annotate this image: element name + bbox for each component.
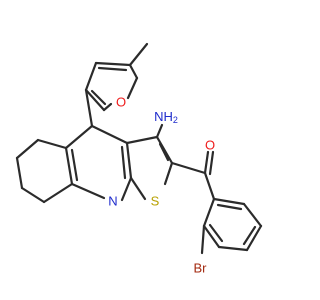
bromine-label: Br xyxy=(194,261,208,276)
bond xyxy=(84,88,94,128)
bond xyxy=(84,61,98,92)
bond xyxy=(70,182,106,200)
bond xyxy=(158,142,170,162)
bond xyxy=(120,145,127,180)
bond xyxy=(163,161,174,186)
bond xyxy=(202,224,221,249)
bond xyxy=(155,123,164,139)
pyridine-nitrogen-label: N xyxy=(108,194,117,209)
bond xyxy=(120,176,133,202)
bond xyxy=(208,223,224,243)
bond xyxy=(64,124,94,150)
bond xyxy=(36,138,68,150)
bond xyxy=(200,224,206,255)
bond xyxy=(216,203,243,211)
bond xyxy=(170,161,207,175)
bond xyxy=(97,66,128,72)
bond xyxy=(15,156,24,190)
bond xyxy=(155,135,174,165)
amine-label: NH2 xyxy=(154,109,178,126)
bond xyxy=(126,76,139,100)
bond-layer xyxy=(15,42,263,255)
bond xyxy=(208,150,215,176)
furan-oxygen-label: O xyxy=(116,95,126,110)
bond xyxy=(125,135,159,145)
bond xyxy=(203,150,210,175)
atom-label-layer: NH2 O O N S Br xyxy=(108,95,215,276)
amine-label-main: NH xyxy=(154,109,173,124)
bond xyxy=(64,146,74,186)
bond xyxy=(90,89,107,106)
bond xyxy=(84,88,106,112)
bond xyxy=(242,225,257,246)
thiophene-sulfur-label: S xyxy=(151,194,160,209)
bond xyxy=(42,182,74,204)
bond xyxy=(102,102,113,112)
structure-diagram: NH2 O O N S Br xyxy=(15,42,263,276)
bond xyxy=(20,186,46,204)
bond xyxy=(128,63,139,80)
bond xyxy=(212,197,246,206)
bond xyxy=(242,202,263,228)
molecule-drawing: NH2 O O N S Br xyxy=(15,42,263,276)
bond xyxy=(217,245,249,252)
bond xyxy=(128,42,149,67)
bond xyxy=(245,224,263,252)
bond xyxy=(129,176,147,201)
bond xyxy=(203,171,216,201)
bond xyxy=(15,138,40,160)
bond xyxy=(70,148,79,182)
carbonyl-oxygen-label: O xyxy=(205,138,215,153)
bond xyxy=(125,141,133,180)
amine-label-subscript: 2 xyxy=(173,115,178,125)
bond xyxy=(202,197,216,228)
bond xyxy=(94,61,132,67)
bond xyxy=(90,124,129,145)
